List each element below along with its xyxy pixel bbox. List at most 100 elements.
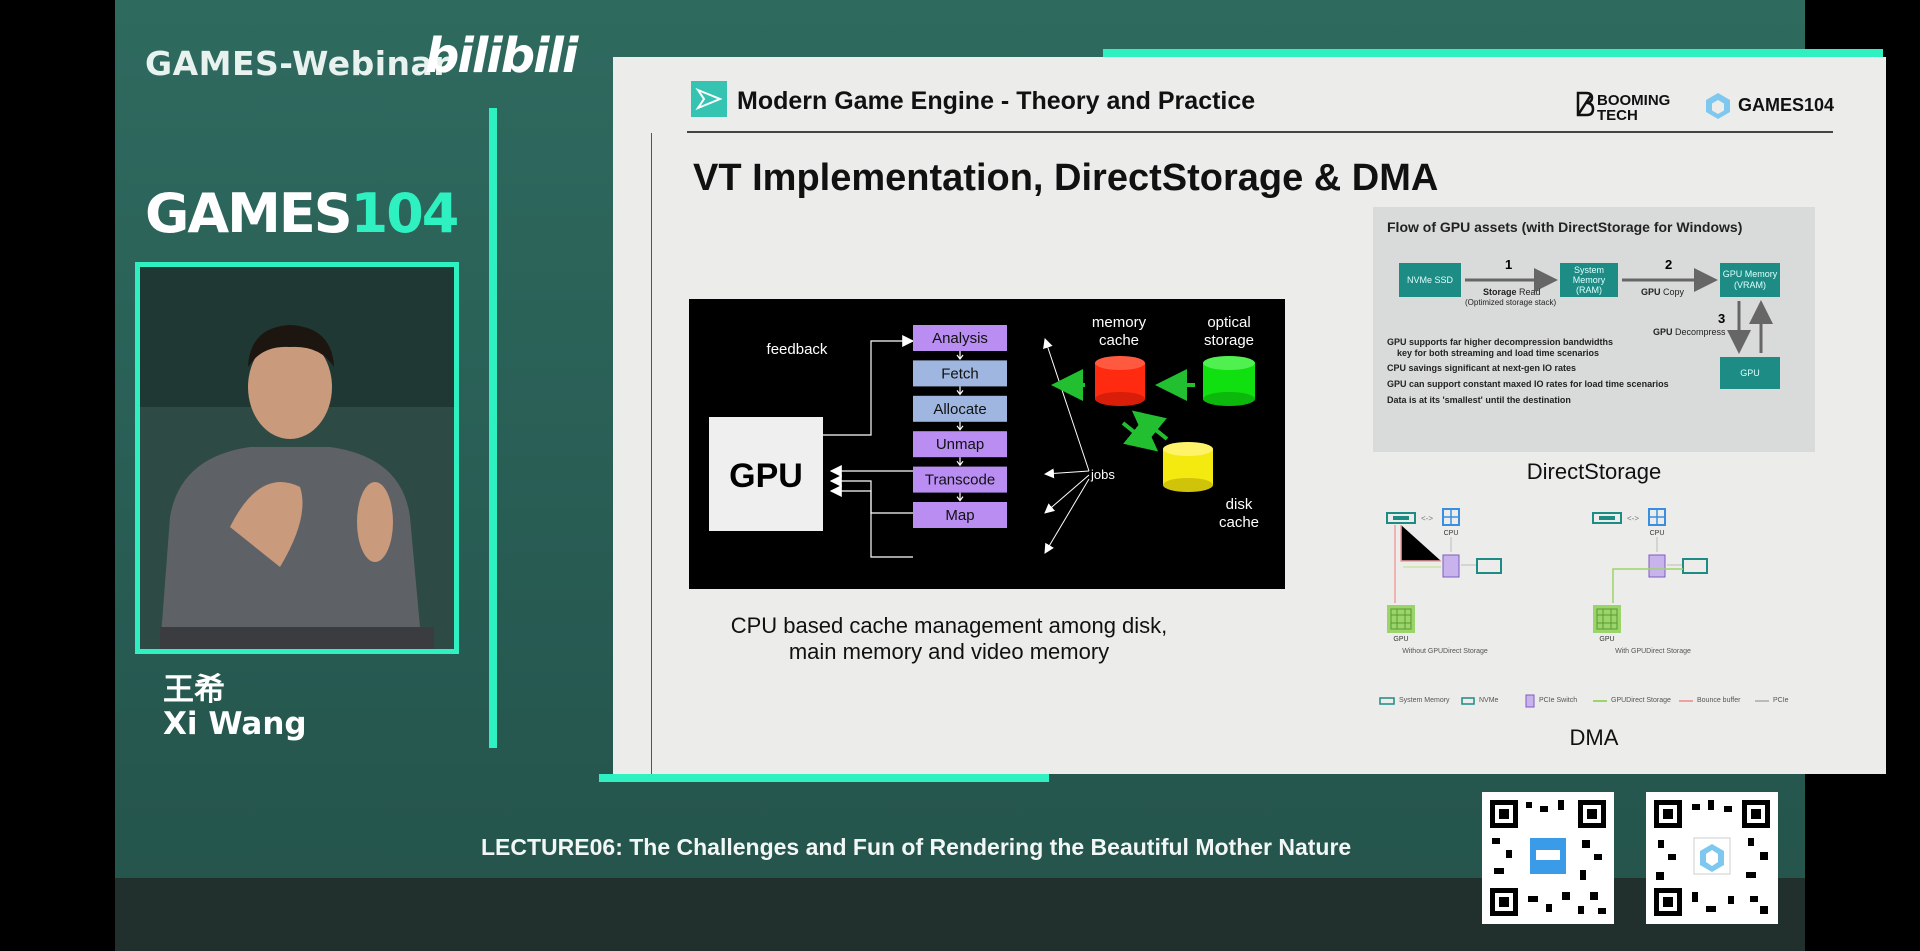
jobs-arrow-analysis bbox=[1043, 338, 1090, 472]
legend-system-memory-icon bbox=[1379, 697, 1395, 705]
svg-text:<->: <-> bbox=[1627, 514, 1639, 523]
accent-line bbox=[489, 108, 497, 748]
directstorage-panel-title: Flow of GPU assets (with DirectStorage f… bbox=[1387, 219, 1743, 235]
games-logo-number: 104 bbox=[350, 182, 460, 245]
dma-without-gds: <-> CPU GPU Without GPUDirect Storage bbox=[1386, 508, 1502, 655]
legend-pcie-switch-icon bbox=[1525, 694, 1535, 708]
disk-cache-label-1: disk bbox=[1226, 496, 1253, 513]
stage-flow-arrow bbox=[956, 421, 964, 431]
step1-sub: (Optimized storage stack) bbox=[1465, 298, 1557, 307]
disk-cache-cylinder bbox=[1163, 442, 1213, 492]
host-name-chinese: 王希 bbox=[163, 672, 225, 708]
stage-flow-arrow bbox=[956, 386, 964, 396]
dma-with-gds: <-> CPU GPU With GPUDirect Storage bbox=[1592, 508, 1708, 655]
vt-caption: CPU based cache management among disk, m… bbox=[729, 613, 1169, 665]
stage-label-analysis: Analysis bbox=[932, 330, 988, 347]
booming-tech-line1: BOOMING bbox=[1597, 92, 1671, 109]
bullet-3: GPU can support constant maxed IO rates … bbox=[1387, 379, 1669, 389]
stage-box-transcode bbox=[913, 466, 1007, 493]
stage-label-map: Map bbox=[945, 507, 974, 524]
jobs-label: jobs bbox=[1090, 467, 1115, 482]
lecture-slide: Modern Game Engine - Theory and Practice… bbox=[613, 57, 1886, 774]
memory-cache-cylinder bbox=[1095, 356, 1145, 406]
games104-cube-icon bbox=[1706, 93, 1730, 119]
legend-pcie: PCIe bbox=[1773, 697, 1789, 704]
stage-label-transcode: Transcode bbox=[925, 472, 995, 489]
lecture-title: LECTURE06: The Challenges and Fun of Ren… bbox=[481, 834, 1352, 860]
gpu-label: GPU bbox=[729, 457, 803, 495]
legend-bounce-line-icon bbox=[1679, 700, 1693, 702]
legend-nvme: NVMe bbox=[1479, 697, 1499, 704]
dma-diagram: <-> CPU GPU Without GPUDirect Storage bbox=[1386, 508, 1708, 655]
optical-storage-label-2: storage bbox=[1204, 332, 1254, 349]
slide-title: VT Implementation, DirectStorage & DMA bbox=[693, 157, 1439, 199]
qr-code-games104 bbox=[1646, 792, 1778, 924]
dma-left-caption: Without GPUDirect Storage bbox=[1402, 648, 1488, 655]
course-title: Modern Game Engine - Theory and Practice bbox=[737, 87, 1256, 115]
dma-gpu-label-right: GPU bbox=[1599, 636, 1614, 643]
stream-background: GAMES-Webinar bilibili GAMES104 王希 Xi Wa… bbox=[115, 0, 1886, 951]
gpu-box bbox=[709, 417, 823, 531]
step2-bold: GPU bbox=[1641, 287, 1661, 297]
step2-label: GPU Copy bbox=[1641, 287, 1684, 297]
booming-tech-logo: BOOMING TECH bbox=[1597, 93, 1670, 123]
booming-tech-line2: TECH bbox=[1597, 107, 1638, 124]
memory-cache-label-2: cache bbox=[1099, 332, 1139, 349]
presenter-video-icon bbox=[140, 267, 454, 649]
step3-bold: GPU bbox=[1653, 327, 1673, 337]
dma-cpu-label-right: CPU bbox=[1650, 530, 1665, 537]
directstorage-caption: DirectStorage bbox=[1526, 459, 1662, 484]
step3-label: GPU Decompress bbox=[1653, 327, 1726, 337]
jobs-arrow-map bbox=[1044, 478, 1090, 554]
map-to-gpu-arrow bbox=[829, 485, 913, 558]
directstorage-arrows bbox=[1465, 268, 1773, 354]
channel-name: GAMES-Webinar bbox=[145, 44, 451, 83]
dma-caption: DMA bbox=[1569, 725, 1619, 750]
step1-label: Storage Read bbox=[1483, 287, 1541, 297]
legend-system-memory: System Memory bbox=[1399, 697, 1450, 704]
dma-right-caption: With GPUDirect Storage bbox=[1615, 648, 1691, 655]
legend-gds: GPUDirect Storage bbox=[1611, 697, 1671, 704]
disk-to-memory-arrow bbox=[1131, 410, 1169, 444]
disk-cache-label-2: cache bbox=[1219, 514, 1259, 531]
feedback-arrow bbox=[823, 335, 915, 436]
optical-storage-cylinder bbox=[1203, 356, 1255, 406]
system-memory-box: System Memory (RAM) bbox=[1560, 263, 1618, 297]
optical-storage-label-1: optical bbox=[1207, 314, 1250, 331]
legend-gds-line-icon bbox=[1593, 700, 1607, 702]
stage-flow-arrow bbox=[956, 457, 964, 467]
step3-number: 3 bbox=[1718, 311, 1726, 326]
bullet-1-cont: key for both streaming and load time sce… bbox=[1397, 348, 1600, 358]
step2-text: Copy bbox=[1660, 287, 1685, 297]
directstorage-panel: Flow of GPU assets (with DirectStorage f… bbox=[1373, 207, 1815, 452]
gpu-memory-box: GPU Memory (VRAM) bbox=[1720, 263, 1780, 297]
vt-caption-line1: CPU based cache management among disk, bbox=[730, 613, 1168, 638]
stage-flow-arrow bbox=[956, 351, 964, 360]
stage-label-allocate: Allocate bbox=[933, 401, 986, 418]
nvme-box: NVMe SSD bbox=[1399, 263, 1461, 297]
left-divider bbox=[651, 133, 652, 774]
stage-label-fetch: Fetch bbox=[941, 365, 979, 382]
gpu-box: GPU bbox=[1720, 357, 1780, 389]
sysmem-line2: Memory bbox=[1572, 275, 1606, 285]
legend-pcie-switch: PCIe Switch bbox=[1539, 697, 1578, 704]
jobs-arrow-unmap bbox=[1044, 468, 1090, 479]
dma-cpu-label-left: CPU bbox=[1444, 530, 1459, 537]
stage-flow-arrow bbox=[956, 492, 964, 502]
qr-code-icon bbox=[1654, 800, 1770, 916]
sysmem-line1: System bbox=[1573, 265, 1604, 275]
memory-cache-label-1: memory bbox=[1092, 314, 1147, 331]
sysmem-line3: (RAM) bbox=[1576, 285, 1602, 295]
qr-code-games bbox=[1482, 792, 1614, 924]
header-divider bbox=[687, 131, 1833, 133]
course-icon bbox=[691, 81, 727, 117]
games104-slide-logo: GAMES104 bbox=[1738, 95, 1835, 115]
stage-box-fetch bbox=[913, 360, 1007, 387]
step1-bold: Storage bbox=[1483, 287, 1517, 297]
legend-pcie-line-icon bbox=[1755, 700, 1769, 702]
step3-text: Decompress bbox=[1672, 327, 1726, 337]
legend-nvme-icon bbox=[1461, 697, 1475, 705]
step1-number: 1 bbox=[1505, 257, 1513, 272]
stage-box-map bbox=[913, 502, 1007, 528]
